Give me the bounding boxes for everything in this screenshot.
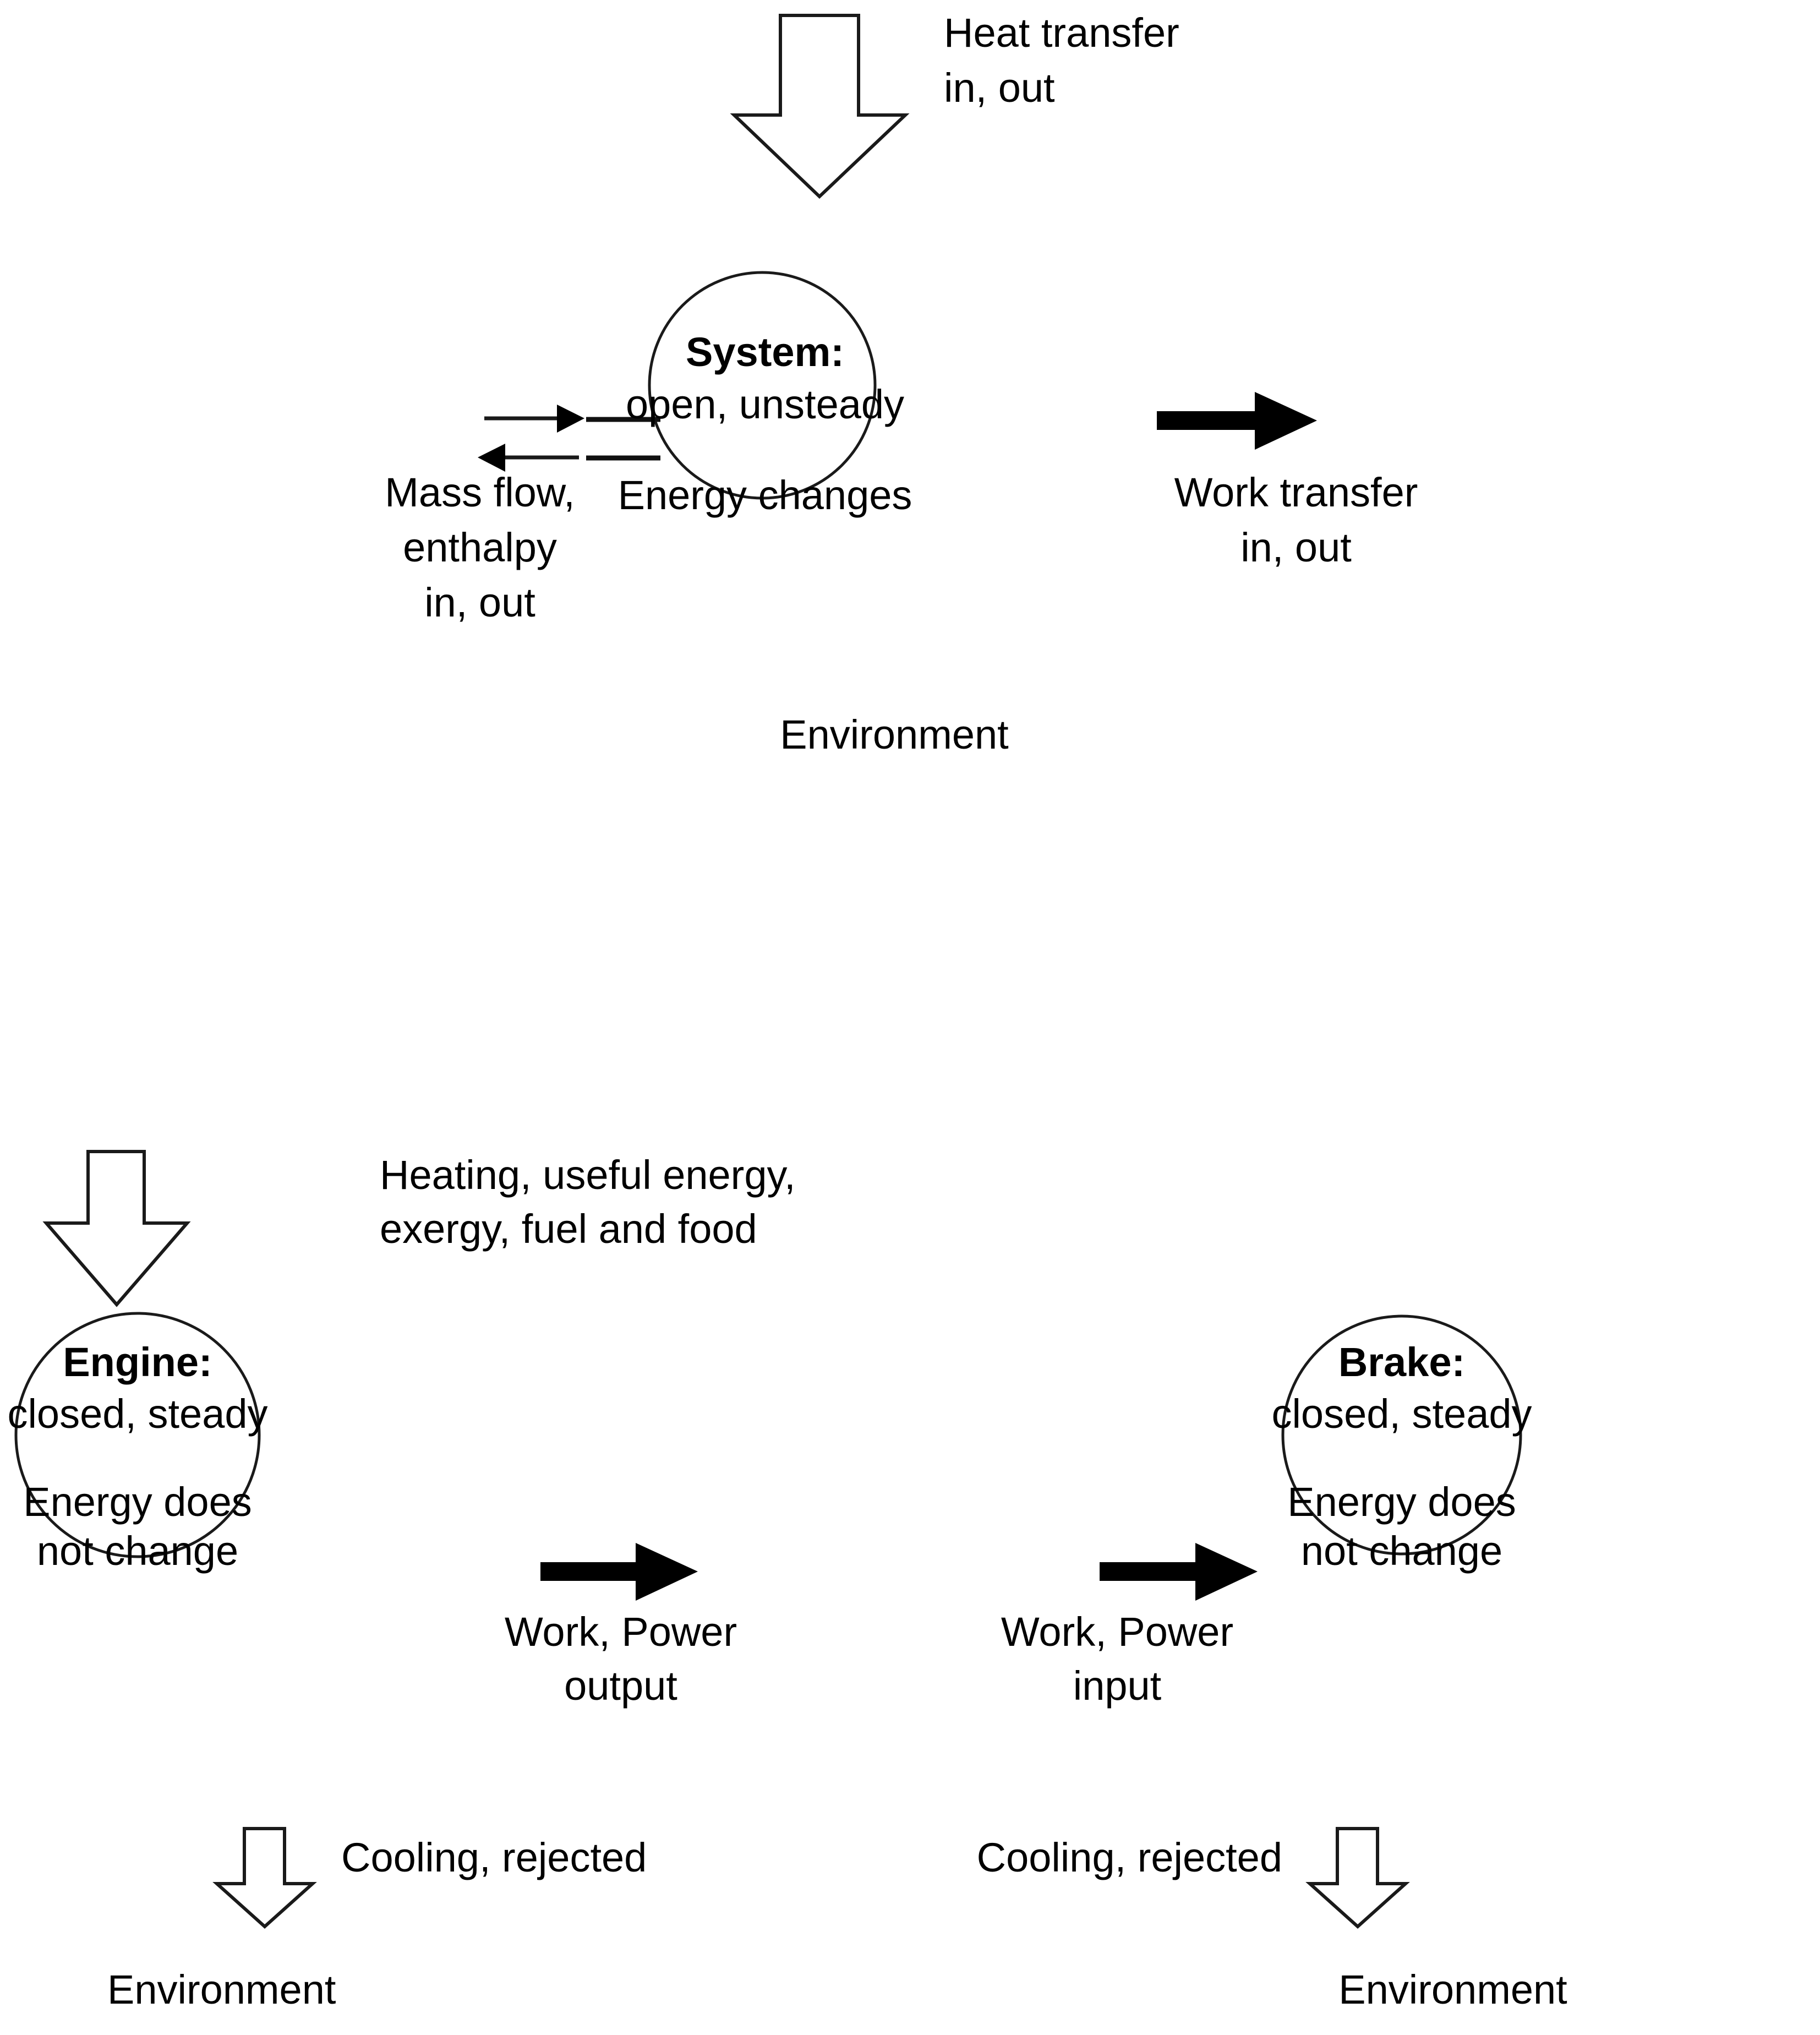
mass-flow-label-line1: Mass flow, — [385, 470, 575, 515]
engine-energy-note-line2: not change — [37, 1528, 238, 1574]
engine-environment-label: Environment — [107, 1967, 336, 2012]
mass-flow-label-line2: enthalpy — [403, 525, 557, 570]
heat-transfer-label-line2: in, out — [944, 65, 1055, 111]
engine-circle — [14, 1312, 261, 1558]
brake-cooling-label: Cooling, rejected — [977, 1835, 1282, 1880]
mass-flow-outbound-arrow-head-icon — [478, 444, 505, 472]
brake-energy-note-line2: not change — [1301, 1528, 1502, 1574]
brake-title: Brake: — [1338, 1339, 1465, 1385]
system-subtitle: open, unsteady — [626, 381, 904, 427]
engine-energy-note-line1: Energy does — [23, 1479, 252, 1525]
brake-energy-note-line1: Energy does — [1287, 1479, 1516, 1525]
engine-subtitle: closed, steady — [7, 1391, 267, 1437]
heat-transfer-label-line1: Heat transfer — [944, 10, 1179, 56]
mass-flow-inbound-arrow-head-icon — [557, 405, 584, 433]
heating-input-label-line1: Heating, useful energy, — [380, 1152, 796, 1198]
work-input-label-line1: Work, Power — [1001, 1609, 1233, 1655]
system-environment-label: Environment — [780, 712, 1009, 757]
brake-cooling-arrow-icon — [1305, 1827, 1410, 1929]
heating-input-arrow-icon — [42, 1150, 191, 1307]
system-energy-note: Energy changes — [618, 472, 912, 518]
work-transfer-label-line2: in, out — [1240, 525, 1352, 570]
heat-transfer-arrow-icon — [730, 14, 910, 199]
engine-cooling-arrow-icon — [212, 1827, 317, 1929]
work-output-label-line1: Work, Power — [505, 1609, 737, 1655]
brake-environment-label: Environment — [1338, 1967, 1567, 2012]
work-transfer-label-line1: Work transfer — [1174, 470, 1418, 515]
heating-input-label-line2: exergy, fuel and food — [380, 1206, 757, 1252]
engine-title: Engine: — [63, 1339, 212, 1385]
engine-cooling-label: Cooling, rejected — [341, 1835, 647, 1880]
brake-circle — [1281, 1314, 1522, 1556]
work-input-label-line2: input — [1073, 1663, 1162, 1709]
work-transfer-arrow-head-icon — [1255, 392, 1317, 450]
work-input-arrow-head-icon — [1195, 1543, 1258, 1601]
mass-flow-label-line3: in, out — [424, 580, 535, 625]
work-output-arrow-head-icon — [636, 1543, 698, 1601]
work-output-label-line2: output — [564, 1663, 677, 1709]
brake-subtitle: closed, steady — [1271, 1391, 1532, 1437]
system-circle — [648, 271, 877, 500]
system-title: System: — [686, 329, 844, 375]
